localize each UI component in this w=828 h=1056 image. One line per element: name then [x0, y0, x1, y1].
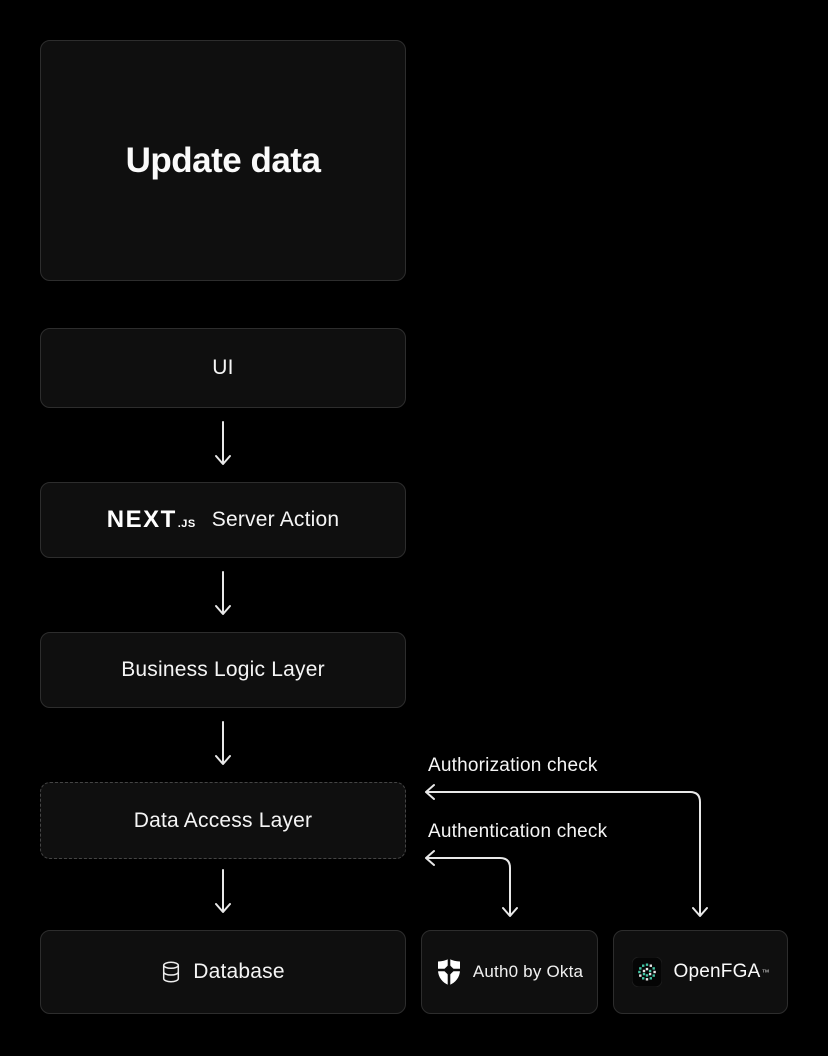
database-label: Database — [193, 960, 285, 983]
arrow-down-ui-to-server-action — [215, 421, 231, 465]
ui-label: UI — [212, 356, 234, 379]
nextjs-wordmark: NEXT — [106, 506, 177, 533]
business-logic-label: Business Logic Layer — [121, 658, 325, 681]
node-database: Database — [40, 930, 406, 1014]
auth0-label: Auth0 by Okta — [472, 962, 584, 981]
auth0-brand-row: Auth0 by Okta — [473, 962, 583, 982]
database-cylinder-icon — [163, 961, 180, 983]
update-data-label: Update data — [125, 140, 321, 180]
server-action-label: Server Action — [211, 508, 340, 531]
nextjs-js-suffix: .JS — [177, 518, 196, 530]
arrow-down-server-action-to-business-logic — [215, 571, 231, 615]
openfga-dots-icon — [631, 957, 662, 987]
node-server-action: NEXT .JS Server Action — [40, 482, 406, 558]
nextjs-logo: NEXT .JS — [107, 506, 196, 534]
node-ui: UI — [40, 328, 406, 408]
arrow-elbow-auth0-authentication — [425, 850, 518, 917]
node-openfga: OpenFGA ™ — [613, 930, 788, 1014]
openfga-label: OpenFGA — [673, 961, 761, 982]
openfga-brand-row: OpenFGA ™ — [674, 961, 770, 983]
arrow-down-data-access-to-database — [215, 869, 231, 913]
openfga-trademark: ™ — [761, 967, 770, 977]
data-access-label: Data Access Layer — [133, 808, 313, 832]
arrow-elbow-openfga-authorization — [425, 784, 708, 917]
auth0-shield-icon — [435, 958, 462, 986]
arrow-down-business-logic-to-data-access — [215, 721, 231, 765]
node-auth0: Auth0 by Okta — [421, 930, 598, 1014]
authentication-check-label: Authentication check — [428, 821, 608, 842]
authorization-check-label: Authorization check — [428, 755, 598, 776]
node-data-access: Data Access Layer — [40, 782, 406, 859]
node-update-data: Update data — [40, 40, 406, 281]
node-business-logic: Business Logic Layer — [40, 632, 406, 708]
